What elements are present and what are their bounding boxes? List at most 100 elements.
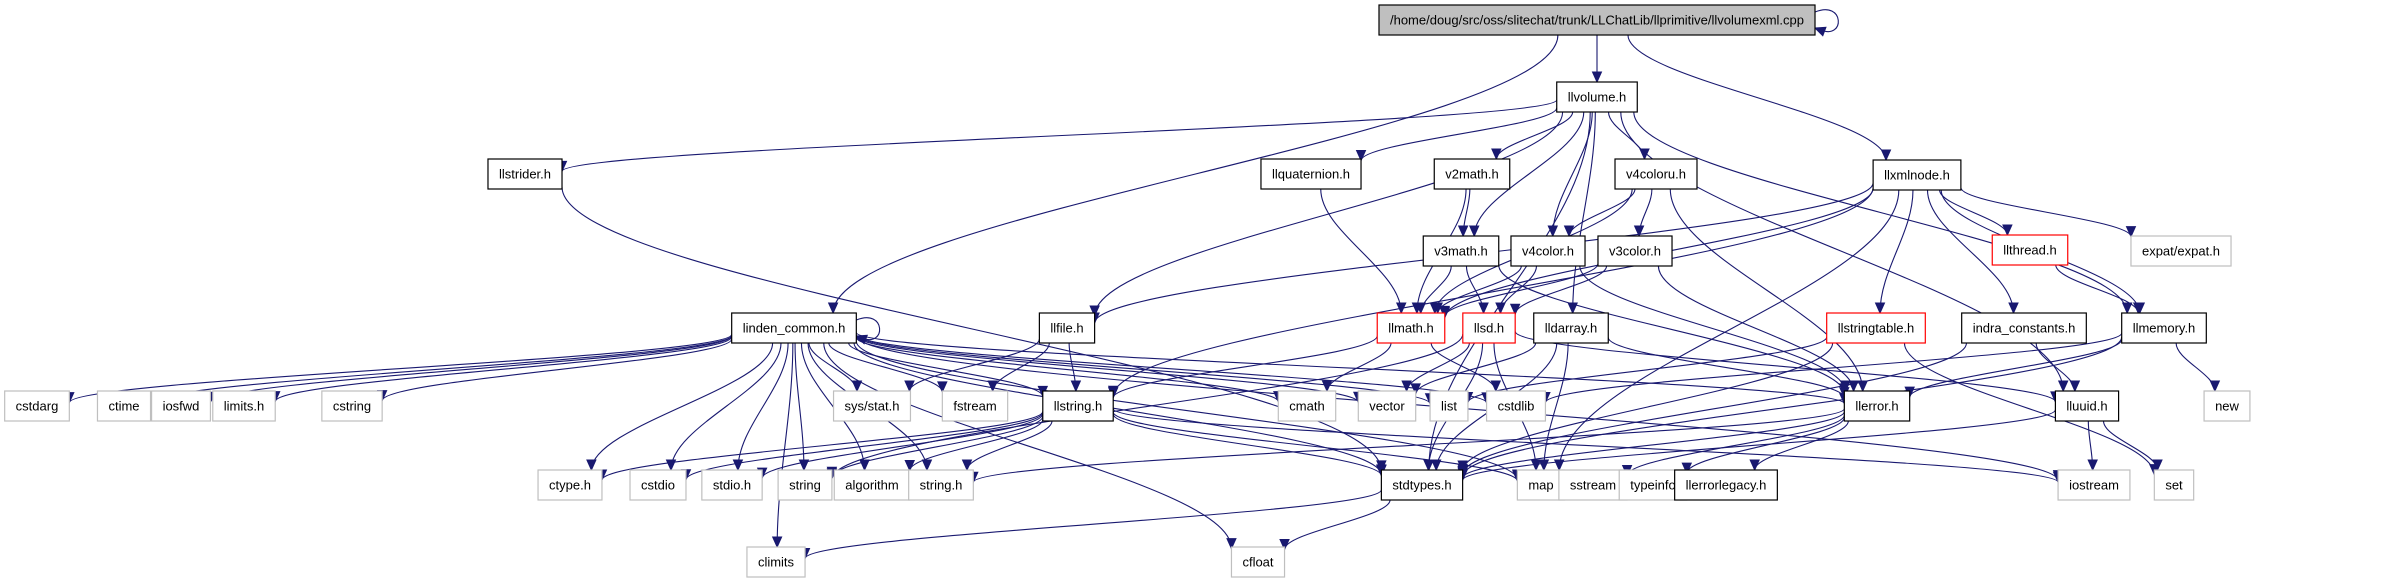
node-label: v3color.h xyxy=(1609,244,1661,259)
node-box xyxy=(2121,312,2207,344)
node-label: typeinfo xyxy=(1630,478,1676,493)
node-stdio-h[interactable]: stdio.h xyxy=(701,469,763,501)
node-llmath[interactable]: llmath.h xyxy=(1376,312,1446,344)
node-llquaternion[interactable]: llquaternion.h xyxy=(1260,158,1362,190)
edge-line xyxy=(823,342,1233,549)
node-cstdio[interactable]: cstdio xyxy=(629,469,687,501)
node-list[interactable]: list xyxy=(1429,390,1469,422)
edge-linden-common-to-cfloat xyxy=(823,342,1237,550)
node-stdtypes[interactable]: stdtypes.h xyxy=(1380,469,1464,501)
edge-line xyxy=(1909,339,2123,398)
node-vector[interactable]: vector xyxy=(1357,390,1417,422)
node-v3math[interactable]: v3math.h xyxy=(1422,235,1500,267)
node-cstdlib[interactable]: cstdlib xyxy=(1485,390,1547,422)
node-string-h[interactable]: string.h xyxy=(908,469,974,501)
node-box xyxy=(1376,312,1446,344)
node-box xyxy=(746,546,806,578)
node-llerrorlegacy[interactable]: llerrorlegacy.h xyxy=(1674,469,1778,501)
node-ctime[interactable]: ctime xyxy=(96,390,152,422)
node-ctype-h[interactable]: ctype.h xyxy=(537,469,603,501)
node-map[interactable]: map xyxy=(1516,469,1566,501)
edge-line xyxy=(1320,188,1402,314)
edge-line xyxy=(908,338,1040,392)
node-label: string.h xyxy=(920,478,963,493)
node-cmath[interactable]: cmath xyxy=(1277,390,1337,422)
node-box xyxy=(1510,235,1586,267)
node-set[interactable]: set xyxy=(2153,469,2195,501)
node-llstring[interactable]: llstring.h xyxy=(1042,390,1114,422)
edge-line xyxy=(855,336,1279,403)
node-llxmlnode[interactable]: llxmlnode.h xyxy=(1872,159,1962,191)
arrowhead-icon xyxy=(827,302,839,315)
node-label: llsd.h xyxy=(1474,321,1504,336)
node-iostream[interactable]: iostream xyxy=(2057,469,2131,501)
arrowhead-icon xyxy=(1874,302,1886,315)
node-box xyxy=(1556,81,1638,113)
node-lluuid[interactable]: lluuid.h xyxy=(2054,390,2120,422)
node-box xyxy=(1516,469,1566,501)
edge-llvolume-to-lldarray xyxy=(1567,111,1596,315)
node-iosfwd[interactable]: iosfwd xyxy=(150,390,212,422)
node-v4coloru[interactable]: v4coloru.h xyxy=(1614,158,1698,190)
edge-llvolume-to-v4color xyxy=(1547,111,1593,238)
node-indra-constants[interactable]: indra_constants.h xyxy=(1961,312,2087,344)
edge-line xyxy=(855,332,1845,405)
node-cstring[interactable]: cstring xyxy=(321,390,383,422)
node-llstrider[interactable]: llstrider.h xyxy=(487,158,563,190)
node-lldarray[interactable]: lldarray.h xyxy=(1533,312,1609,344)
edge-lluuid-to-iostream xyxy=(2087,420,2098,472)
edge-line xyxy=(848,342,1044,397)
node-label: algorithm xyxy=(845,478,898,493)
node-box xyxy=(2203,390,2251,422)
edge-v4coloru-to-v4color xyxy=(1563,188,1636,238)
node-expat[interactable]: expat/expat.h xyxy=(2130,235,2232,267)
node-label: sstream xyxy=(1570,478,1616,493)
node-label: stdtypes.h xyxy=(1392,478,1451,493)
edge-line xyxy=(1607,111,1646,160)
edge-line xyxy=(670,342,782,471)
edge-llstring-to-stdtypes xyxy=(1112,413,1387,477)
edge-line xyxy=(831,415,1044,478)
node-v4color[interactable]: v4color.h xyxy=(1510,235,1586,267)
node-box xyxy=(2057,469,2131,501)
node-algorithm[interactable]: algorithm xyxy=(833,469,911,501)
node-linden-common[interactable]: linden_common.h xyxy=(731,312,857,344)
node-label: indra_constants.h xyxy=(1973,321,2076,336)
edge-llmath-to-cstdlib xyxy=(1430,342,1502,393)
node-llstringtable[interactable]: llstringtable.h xyxy=(1826,312,1926,344)
edge-line xyxy=(561,99,1558,172)
node-cstdarg[interactable]: cstdarg xyxy=(4,390,70,422)
node-llfile[interactable]: llfile.h xyxy=(1038,312,1096,344)
node-llvolume[interactable]: llvolume.h xyxy=(1556,81,1638,113)
edge-llfile-to-fstream xyxy=(987,342,1050,393)
edge-line xyxy=(828,342,943,393)
node-string[interactable]: string xyxy=(777,469,833,501)
node-box xyxy=(832,390,912,422)
edge-line xyxy=(972,408,1845,483)
node-fstream[interactable]: fstream xyxy=(941,390,1009,422)
node-v2math[interactable]: v2math.h xyxy=(1433,158,1511,190)
node-limits-h[interactable]: limits.h xyxy=(212,390,276,422)
node-label: climits xyxy=(758,555,795,570)
edge-line xyxy=(1879,189,1914,314)
node-llsd[interactable]: llsd.h xyxy=(1462,312,1516,344)
node-sstream[interactable]: sstream xyxy=(1558,469,1628,501)
edge-line xyxy=(909,419,1044,471)
node-llthread[interactable]: llthread.h xyxy=(1991,234,2069,266)
arrowhead-icon xyxy=(1639,148,1650,161)
node-new[interactable]: new xyxy=(2203,390,2251,422)
node-climits[interactable]: climits xyxy=(746,546,806,578)
edge-line xyxy=(1112,408,2059,483)
edge-line xyxy=(1112,335,1378,398)
node-label: cstdio xyxy=(641,478,675,493)
edge-root-to-linden-common xyxy=(827,34,1559,315)
node-box xyxy=(1674,469,1778,501)
node-llmemory[interactable]: llmemory.h xyxy=(2121,312,2207,344)
node-root[interactable]: /home/doug/src/oss/slitechat/trunk/LLCha… xyxy=(1378,4,1816,36)
edge-linden-common-to-stdio-h xyxy=(732,342,789,472)
node-llerror[interactable]: llerror.h xyxy=(1843,390,1911,422)
node-v3color[interactable]: v3color.h xyxy=(1597,235,1673,267)
node-cfloat[interactable]: cfloat xyxy=(1230,546,1286,578)
node-sys-stat[interactable]: sys/stat.h xyxy=(832,390,912,422)
edge-line xyxy=(601,410,1044,481)
